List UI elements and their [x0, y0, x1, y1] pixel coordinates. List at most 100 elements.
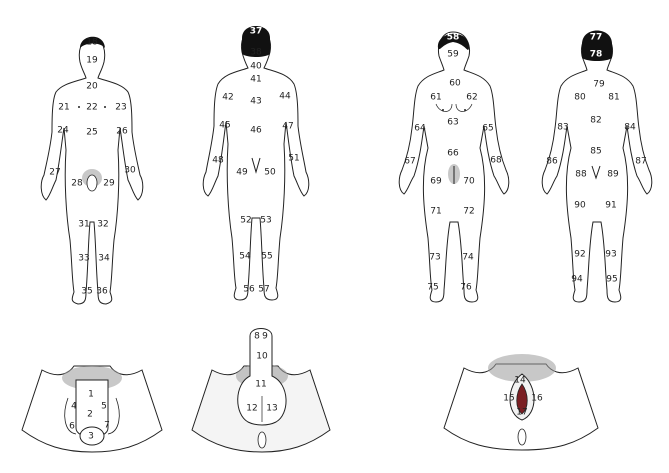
region-label-49: 49	[236, 168, 248, 178]
region-label-65: 65	[482, 124, 493, 134]
region-label-70: 70	[463, 177, 475, 187]
region-label-82: 82	[590, 116, 601, 126]
female-genital-pubic-hair	[488, 354, 556, 382]
region-label-14: 14	[514, 376, 526, 386]
region-label-95: 95	[606, 275, 617, 285]
region-label-56: 56	[243, 285, 255, 295]
region-label-44: 44	[279, 92, 291, 102]
region-label-73: 73	[429, 253, 440, 263]
region-label-90: 90	[574, 201, 586, 211]
region-label-38: 38	[250, 48, 262, 58]
region-label-18: 18	[86, 38, 98, 48]
region-label-17: 17	[516, 408, 527, 418]
region-label-80: 80	[574, 93, 586, 103]
region-label-47: 47	[282, 122, 293, 132]
region-label-24: 24	[57, 126, 69, 136]
region-label-2: 2	[87, 410, 93, 420]
male-genital-front-diagram	[21, 365, 163, 453]
region-label-60: 60	[449, 79, 461, 89]
region-label-62: 62	[466, 93, 477, 103]
female-genital-diagram	[443, 354, 599, 451]
region-label-27: 27	[49, 168, 60, 178]
region-label-75: 75	[427, 283, 438, 293]
region-label-5: 5	[101, 402, 107, 412]
region-label-36: 36	[96, 287, 108, 297]
region-label-28: 28	[71, 179, 83, 189]
region-label-13: 13	[266, 404, 277, 414]
region-label-11: 11	[255, 380, 266, 390]
male-front-nipple-right	[104, 106, 106, 108]
region-label-89: 89	[607, 170, 619, 180]
region-label-37: 37	[250, 27, 263, 37]
region-label-31: 31	[78, 220, 89, 230]
region-label-92: 92	[574, 250, 585, 260]
male-front-penis	[86, 174, 98, 192]
region-label-63: 63	[447, 118, 458, 128]
region-label-71: 71	[430, 207, 441, 217]
region-label-8: 8	[254, 332, 260, 342]
region-label-32: 32	[97, 220, 108, 230]
male-genital-front-scrotum-right	[107, 397, 120, 435]
region-label-42: 42	[222, 93, 233, 103]
female-genital-vestibule	[516, 383, 528, 415]
region-label-41: 41	[250, 75, 261, 85]
region-label-88: 88	[575, 170, 587, 180]
region-label-69: 69	[430, 177, 442, 187]
region-label-9: 9	[262, 332, 268, 342]
region-label-22: 22	[86, 103, 97, 113]
region-label-78: 78	[590, 50, 603, 60]
region-label-54: 54	[239, 252, 251, 262]
male-back-hair	[242, 26, 270, 57]
region-label-23: 23	[115, 103, 126, 113]
female-front-breast-right	[455, 103, 473, 112]
region-label-57: 57	[258, 285, 269, 295]
region-label-72: 72	[463, 207, 474, 217]
region-label-21: 21	[58, 103, 69, 113]
male-back-buttock-cleft	[251, 157, 261, 174]
region-label-77: 77	[590, 33, 603, 43]
region-label-61: 61	[430, 93, 441, 103]
region-label-64: 64	[414, 124, 426, 134]
region-label-34: 34	[98, 254, 110, 264]
female-back-figure	[541, 30, 653, 303]
female-back-hair	[582, 30, 612, 61]
region-label-3: 3	[88, 432, 94, 442]
male-genital-front-scrotum-left	[64, 397, 77, 435]
region-label-46: 46	[250, 126, 262, 136]
region-label-1: 1	[88, 390, 94, 400]
region-label-26: 26	[116, 127, 128, 137]
female-front-figure	[398, 31, 510, 303]
region-label-84: 84	[624, 123, 636, 133]
region-label-67: 67	[404, 157, 415, 167]
male-front-hair	[80, 36, 105, 48]
region-label-53: 53	[260, 216, 271, 226]
region-label-30: 30	[124, 166, 136, 176]
region-label-55: 55	[261, 252, 272, 262]
region-label-68: 68	[490, 156, 502, 166]
female-front-nipple-left	[442, 109, 444, 111]
region-label-93: 93	[605, 250, 616, 260]
region-label-35: 35	[81, 287, 92, 297]
region-label-52: 52	[240, 216, 251, 226]
female-back-silhouette	[541, 31, 653, 303]
region-label-19: 19	[86, 56, 98, 66]
region-label-10: 10	[256, 352, 268, 362]
male-back-figure	[202, 26, 310, 301]
region-label-51: 51	[288, 154, 299, 164]
region-label-91: 91	[605, 201, 616, 211]
region-label-94: 94	[571, 275, 583, 285]
region-label-83: 83	[557, 123, 568, 133]
region-label-86: 86	[546, 157, 558, 167]
region-label-25: 25	[86, 128, 97, 138]
region-label-81: 81	[608, 93, 619, 103]
region-label-40: 40	[250, 62, 262, 72]
male-genital-up-anus	[257, 431, 267, 449]
region-label-15: 15	[503, 394, 514, 404]
region-label-20: 20	[86, 82, 98, 92]
region-label-66: 66	[447, 149, 459, 159]
region-label-45: 45	[219, 121, 230, 131]
male-front-figure	[40, 36, 144, 305]
